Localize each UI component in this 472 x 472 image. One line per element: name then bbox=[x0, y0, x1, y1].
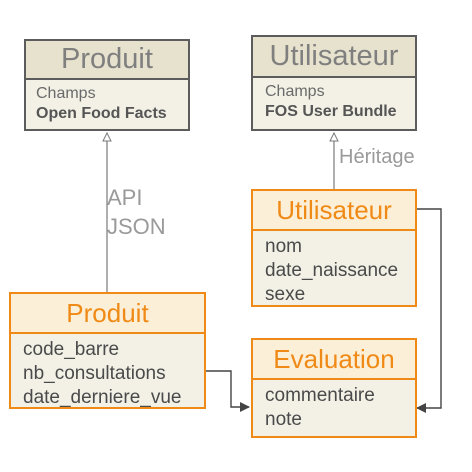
evaluation-field-commentaire: commentaire bbox=[265, 385, 375, 406]
utilisateur-field-sexe: sexe bbox=[265, 284, 306, 305]
utilisateur-field-nom: nom bbox=[265, 236, 302, 257]
produit-box: Produit code_barre nb_consultations date… bbox=[9, 292, 206, 409]
external-produit-box: Produit Champs Open Food Facts bbox=[24, 39, 190, 131]
produit-field-date-derniere-vue: date_derniere_vue bbox=[23, 387, 182, 408]
external-utilisateur-line2: FOS User Bundle bbox=[265, 103, 397, 120]
external-produit-line2: Open Food Facts bbox=[36, 105, 167, 122]
evaluation-field-note: note bbox=[265, 409, 302, 430]
external-utilisateur-line1: Champs bbox=[265, 83, 325, 100]
utilisateur-evaluation-link bbox=[408, 204, 442, 413]
produit-field-code-barre: code_barre bbox=[23, 339, 120, 360]
external-produit-line1: Champs bbox=[36, 85, 96, 102]
produit-title: Produit bbox=[11, 294, 204, 334]
evaluation-title: Evaluation bbox=[253, 340, 415, 380]
json-label: JSON bbox=[107, 214, 166, 239]
external-produit-title: Produit bbox=[26, 41, 188, 80]
heritage-label: Héritage bbox=[339, 146, 415, 168]
evaluation-box: Evaluation commentaire note bbox=[251, 338, 417, 438]
utilisateur-box: Utilisateur nom date_naissance sexe bbox=[251, 189, 417, 307]
api-label: API bbox=[107, 185, 143, 210]
produit-field-nb-consultations: nb_consultations bbox=[23, 363, 166, 384]
external-utilisateur-box: Utilisateur Champs FOS User Bundle bbox=[251, 35, 417, 131]
utilisateur-title: Utilisateur bbox=[253, 191, 415, 231]
external-utilisateur-title: Utilisateur bbox=[253, 37, 415, 78]
produit-evaluation-link bbox=[196, 366, 250, 412]
utilisateur-field-date-naissance: date_naissance bbox=[265, 260, 399, 281]
